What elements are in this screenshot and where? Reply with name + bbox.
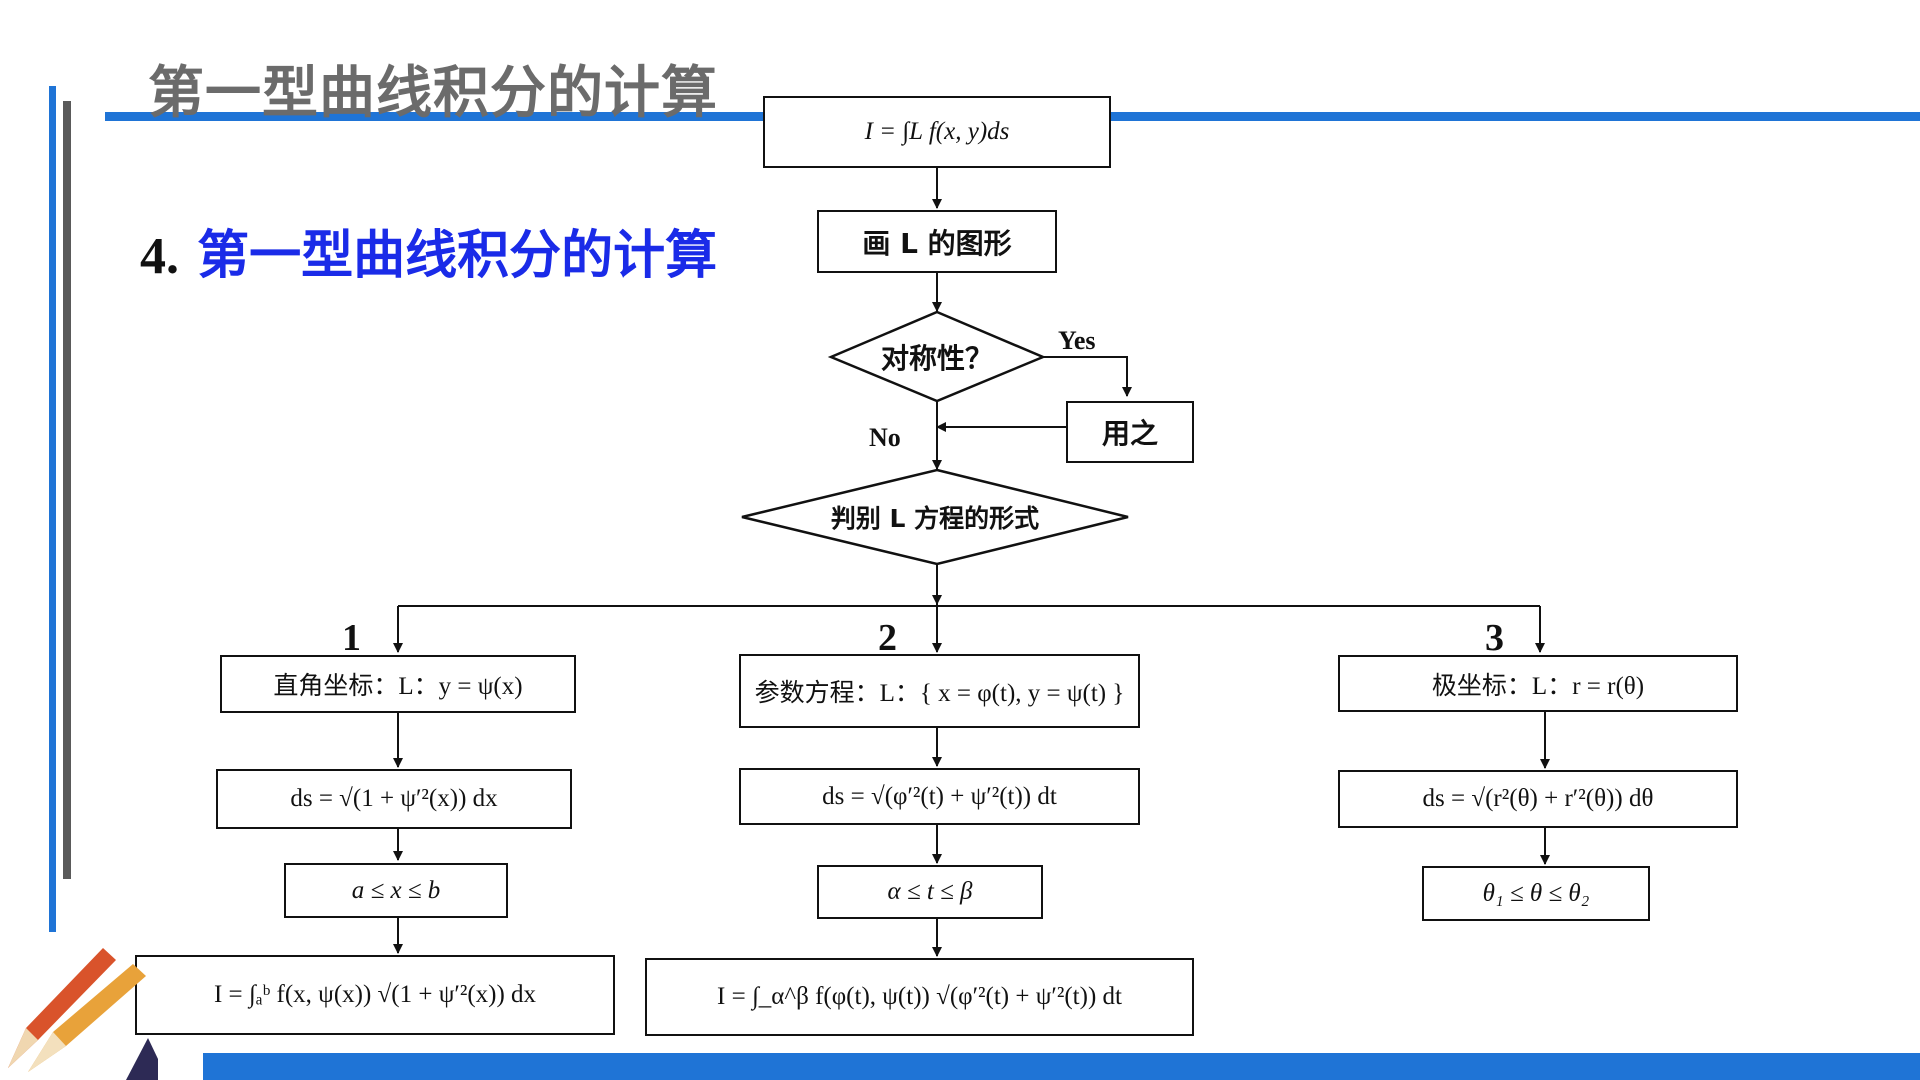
polar-ds-box: ds = √(r²(θ) + r′²(θ)) dθ: [1338, 770, 1738, 828]
form-diamond: [741, 468, 1129, 566]
use-symmetry-box: 用之: [1066, 401, 1194, 463]
param-ds-box: ds = √(φ′²(t) + ψ′²(t)) dt: [739, 768, 1140, 825]
rect-form-box: 直角坐标：L：y = ψ(x): [220, 655, 576, 713]
rect-integral-box: I = ∫ₐᵇ f(x, ψ(x)) √(1 + ψ′²(x)) dx: [135, 955, 615, 1035]
polar-range-box: θ₁ ≤ θ ≤ θ₂: [1422, 866, 1650, 921]
polar-form-box: 极坐标：L：r = r(θ): [1338, 655, 1738, 712]
left-gray-bar: [63, 101, 71, 879]
slide-title: 第一型曲线积分的计算: [148, 61, 718, 126]
pencil-decoration-icon: [8, 948, 158, 1080]
branch-number-1: 1: [342, 617, 361, 659]
branch-number-3: 3: [1485, 617, 1504, 659]
section-heading-text: 第一型曲线积分的计算: [197, 226, 718, 286]
draw-curve-box: 画 L 的图形: [817, 210, 1057, 273]
param-integral-box: I = ∫_α^β f(φ(t), ψ(t)) √(φ′²(t) + ψ′²(t…: [645, 958, 1194, 1036]
rect-range-box: a ≤ x ≤ b: [284, 863, 508, 918]
integral-definition-box: I = ∫L f(x, y)ds: [763, 96, 1111, 168]
param-form-box: 参数方程：L：{ x = φ(t), y = ψ(t) }: [739, 654, 1140, 728]
symmetry-diamond: [827, 310, 1047, 403]
section-number: 4.: [140, 228, 179, 285]
arrow-yes-to-use: [1043, 356, 1132, 397]
symmetry-decision-label: 对称性？: [880, 341, 993, 375]
param-range-box: α ≤ t ≤ β: [817, 865, 1043, 919]
left-accent-bar: [49, 86, 56, 932]
form-decision-label: 判别 L 方程的形式: [830, 504, 1040, 533]
footer-bar: [203, 1053, 1920, 1080]
branch-number-2: 2: [878, 617, 897, 659]
no-label: No: [869, 423, 901, 452]
rect-ds-box: ds = √(1 + ψ′²(x)) dx: [216, 769, 572, 829]
yes-label: Yes: [1058, 326, 1096, 355]
section-heading: 4. 第一型曲线积分的计算: [140, 213, 717, 288]
